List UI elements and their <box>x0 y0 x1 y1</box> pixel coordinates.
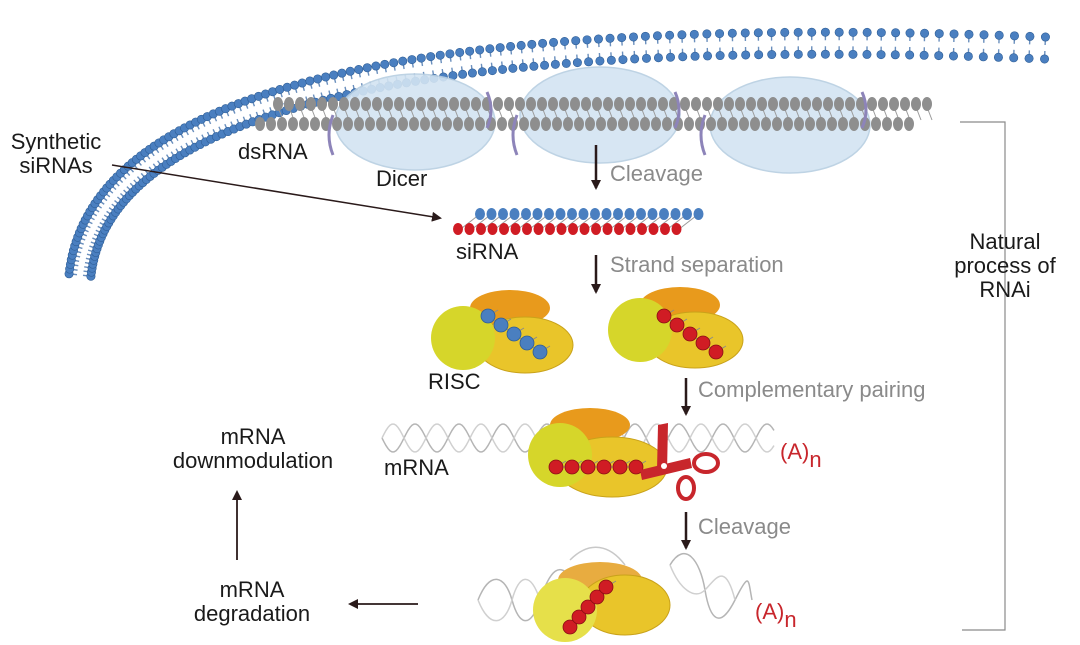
mrna-label: mRNA <box>384 455 449 480</box>
risc-bound-complex <box>528 408 668 498</box>
sirna-duplex <box>453 208 704 235</box>
dsrna-strand <box>255 97 933 131</box>
scissors-icon <box>640 423 720 501</box>
natural-process-bracket <box>960 121 1006 631</box>
synthetic-sirna-arrow <box>111 164 442 222</box>
risc-blue-complex <box>431 290 574 374</box>
dicer-clamps <box>327 91 868 156</box>
poly-a-tail-2: (A)n <box>755 599 797 632</box>
poly-a-tail-1: (A)n <box>780 439 822 472</box>
synthetic-sirnas-label: Synthetic siRNAs <box>10 129 102 178</box>
cell-membrane <box>64 27 1050 281</box>
risc-label: RISC <box>428 369 481 394</box>
natural-process-label: Natural process of RNAi <box>954 229 1056 302</box>
risc-red-complex <box>608 287 744 369</box>
step-cleavage-2: Cleavage <box>698 514 791 539</box>
step-arrows <box>232 145 691 609</box>
dicer-label: Dicer <box>376 166 428 191</box>
sirna-label: siRNA <box>456 239 519 264</box>
risc-degrading-complex <box>533 562 671 642</box>
step-strand-separation: Strand separation <box>610 252 784 277</box>
step-complementary-pairing: Complementary pairing <box>698 377 926 402</box>
degraded-mrna <box>477 546 753 622</box>
mrna-downmodulation-label: mRNA downmodulation <box>172 424 334 473</box>
mrna-degradation-label: mRNA degradation <box>193 577 311 626</box>
dsrna-label: dsRNA <box>238 139 308 164</box>
step-cleavage-1: Cleavage <box>610 161 703 186</box>
